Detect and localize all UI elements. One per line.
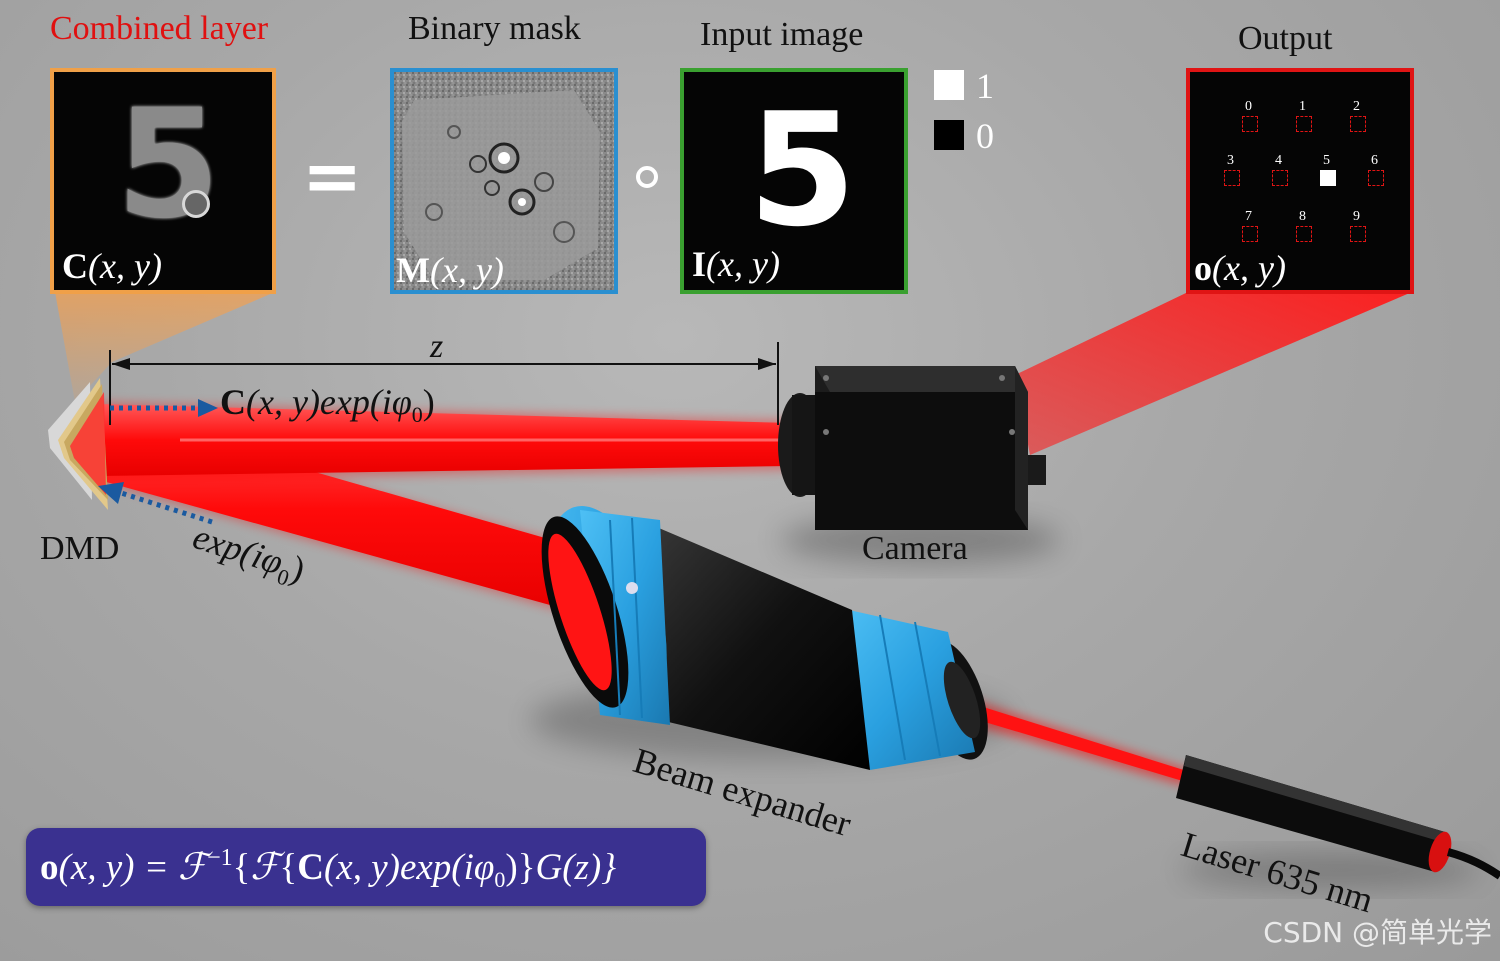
detector-number-1: 1 <box>1299 99 1306 114</box>
beam-expander-device <box>541 506 988 770</box>
detector-region-4 <box>1272 170 1288 186</box>
detector-region-5 <box>1320 170 1336 186</box>
output-title: Output <box>1238 20 1333 57</box>
detector-number-5: 5 <box>1323 153 1330 168</box>
combined-ring-pattern <box>182 190 210 218</box>
dmd-device <box>48 378 108 510</box>
laser-beam <box>938 695 1190 782</box>
detector-region-8 <box>1296 226 1312 242</box>
input-label: I(x, y) <box>692 244 780 284</box>
legend-black-swatch <box>934 120 964 150</box>
combined-projection-cone <box>55 292 275 402</box>
watermark: CSDN @简单光学 <box>1263 916 1492 949</box>
detector-region-9 <box>1350 226 1366 242</box>
detector-number-8: 8 <box>1299 209 1306 224</box>
combined-layer-title: Combined layer <box>50 10 269 47</box>
camera-device <box>778 366 1046 530</box>
detector-region-1 <box>1296 116 1312 132</box>
laser-device <box>1176 755 1500 880</box>
detector-number-6: 6 <box>1371 153 1378 168</box>
detector-number-0: 0 <box>1245 99 1252 114</box>
distance-z-label: z <box>430 328 444 365</box>
binary-mask-panel: M(x, y) <box>390 68 618 294</box>
detector-region-2 <box>1350 116 1366 132</box>
combined-layer-panel: 5 C(x, y) <box>50 68 276 294</box>
equals-operator: = <box>302 134 363 218</box>
formula-box: o(x, y) = ℱ−1{ℱ{C(x, y)exp(iφ0)}G(z)} <box>26 828 706 906</box>
combined-digit: 5 <box>116 78 221 252</box>
detector-region-3 <box>1224 170 1240 186</box>
output-panel: 0 1 2 3 4 5 6 7 8 9 o(x, y) <box>1186 68 1414 294</box>
incident-dotted-arrow <box>117 489 213 525</box>
detector-number-4: 4 <box>1275 153 1282 168</box>
output-projection-cone <box>1015 292 1412 455</box>
binary-mask-title: Binary mask <box>408 10 581 47</box>
propagation-formula: o(x, y) = ℱ−1{ℱ{C(x, y)exp(iφ0)}G(z)} <box>40 845 617 892</box>
detector-region-6 <box>1368 170 1384 186</box>
combined-label: C(x, y) <box>62 246 162 286</box>
hadamard-operator <box>636 166 658 188</box>
detector-number-9: 9 <box>1353 209 1360 224</box>
legend-white-swatch <box>934 70 964 100</box>
input-image-title: Input image <box>700 16 864 53</box>
legend-zero-label: 0 <box>976 116 994 156</box>
input-image-panel: 5 I(x, y) <box>680 68 908 294</box>
mask-label: M(x, y) <box>396 250 504 290</box>
detector-region-7 <box>1242 226 1258 242</box>
dmd-label: DMD <box>40 530 120 567</box>
reflected-field-label: C(x, y)exp(iφ0) <box>220 382 435 427</box>
detector-number-7: 7 <box>1245 209 1252 224</box>
detector-region-0 <box>1242 116 1258 132</box>
detector-number-3: 3 <box>1227 153 1234 168</box>
input-digit: 5 <box>748 79 857 261</box>
output-label: o(x, y) <box>1194 248 1286 288</box>
detector-number-2: 2 <box>1353 99 1360 114</box>
camera-label: Camera <box>862 530 968 567</box>
legend-one-label: 1 <box>976 66 994 106</box>
